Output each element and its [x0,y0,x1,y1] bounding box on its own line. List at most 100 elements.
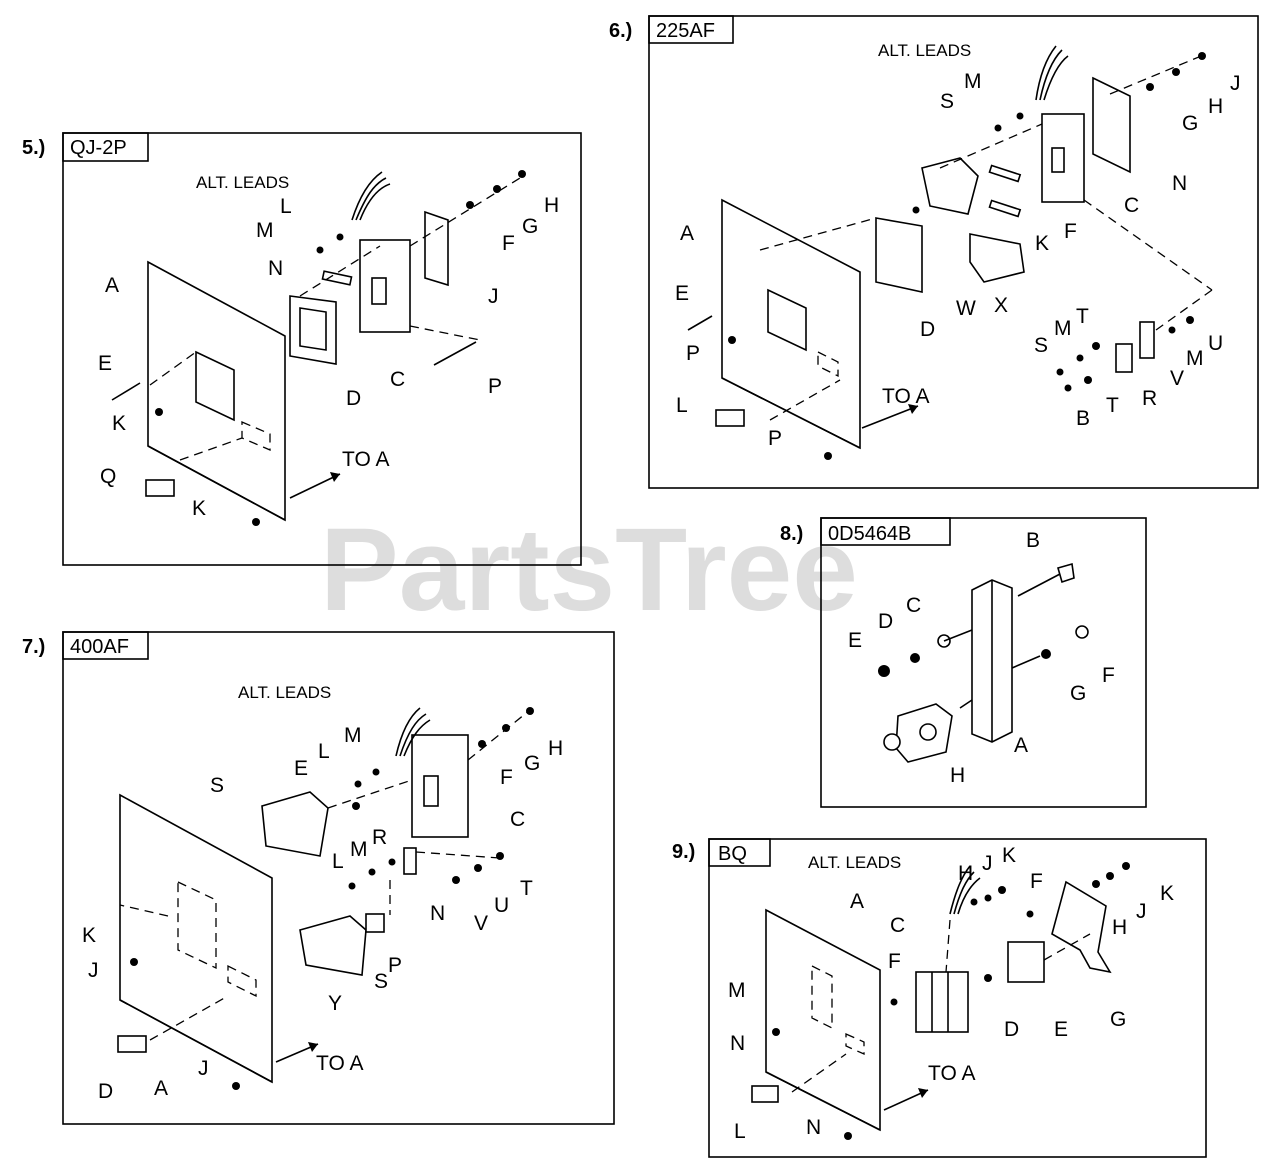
panel-9-terminal-block [1007,941,1045,983]
panel-8-bolt [1057,562,1075,584]
label-K: K [192,497,206,520]
panel-9-to-a: TO A [928,1062,975,1085]
label-S: S [374,970,388,993]
panel-8: 8.) 0D5464B B C D E F G A H [780,517,1147,808]
panel-9-breaker [915,971,969,1033]
label-M: M [256,219,274,242]
label-G: G [1110,1008,1126,1031]
label-J: J [198,1057,209,1080]
label-A: A [1014,734,1028,757]
panel-5-number: 5.) [22,137,45,159]
label-M: M [964,70,982,93]
label-Y: Y [328,992,342,1015]
label-T: T [1076,305,1089,328]
label-N: N [730,1032,745,1055]
panel-6: 6.) 225AF [609,15,1259,489]
panel-6-tag-box [648,15,734,44]
label-M: M [344,724,362,747]
label-A: A [154,1077,168,1100]
label-G: G [1070,682,1086,705]
label-R: R [1142,387,1157,410]
panel-9-alt-leads: ALT. LEADS [808,853,901,872]
label-K: K [112,412,126,435]
label-M: M [1054,317,1072,340]
panel-6-number: 6.) [609,20,632,42]
label-M: M [1186,347,1204,370]
panel-9-leads [949,865,981,915]
panel-7-leads [395,707,431,757]
panel-7-tag: 400AF [70,636,129,658]
panel-6-to-a: TO A [882,385,929,408]
label-A: A [680,222,694,245]
panel-5-frame [62,132,582,566]
panel-7: 7.) 400AF [22,631,615,1125]
panel-6-leads [1035,45,1069,101]
label-J: J [88,959,99,982]
label-B: B [1076,407,1090,430]
panel-6-shield-x [969,233,1025,283]
label-Q: Q [100,465,116,488]
label-S: S [940,90,954,113]
label-K: K [1035,232,1049,255]
panel-6-alt-leads: ALT. LEADS [878,41,971,60]
label-P: P [388,954,402,977]
label-S: S [1034,334,1048,357]
label-A: A [105,274,119,297]
label-D: D [1004,1018,1019,1041]
label-U: U [1208,332,1223,355]
panel-8-frame [820,517,1147,808]
panel-9: 9.) BQ ALT. LEADS TO A H [672,838,1207,1158]
label-F: F [500,766,513,789]
panel-6-box [875,217,923,293]
label-V: V [474,912,488,935]
label-J: J [1230,72,1241,95]
panel-5-plate [424,210,449,287]
label-C: C [1124,194,1139,217]
label-K: K [82,924,96,947]
label-G: G [522,215,538,238]
panel-9-number: 9.) [672,841,695,863]
label-L: L [318,740,330,763]
label-H: H [544,194,559,217]
panel-6-breaker [1041,113,1085,203]
panel-5-to-a: TO A [342,448,389,471]
label-D: D [920,318,935,341]
label-F: F [888,950,901,973]
label-F: F [1030,870,1043,893]
label-R: R [372,826,387,849]
label-L: L [676,394,688,417]
panel-5: 5.) QJ-2P [22,132,582,566]
label-S: S [210,774,224,797]
panel-7-number: 7.) [22,636,45,658]
panel-8-tag-box [820,517,951,546]
label-P: P [488,375,502,398]
label-E: E [98,352,112,375]
panel-9-frame [708,838,1207,1158]
label-L: L [734,1120,746,1143]
label-E: E [294,757,308,780]
label-H: H [950,764,965,787]
panel-9-backplate [765,908,881,1132]
panel-5-grille [145,479,175,497]
label-G: G [1182,112,1198,135]
label-E: E [675,282,689,305]
label-F: F [1102,664,1115,687]
label-V: V [1170,367,1184,390]
panel-5-alt-leads: ALT. LEADS [196,173,289,192]
label-J: J [488,285,499,308]
panel-9-tag: BQ [718,843,747,865]
label-J: J [1136,900,1147,923]
panel-6-plate [1092,76,1131,174]
label-K: K [1160,882,1174,905]
panel-7-shield-bottom [299,915,367,976]
label-E: E [848,629,862,652]
label-M: M [350,838,368,861]
panel-7-shield-top [261,791,329,857]
panel-6-shield-w [921,157,979,215]
label-C: C [390,368,405,391]
label-N: N [806,1116,821,1139]
label-W: W [956,297,976,320]
panel-6-frame [648,15,1259,489]
label-C: C [890,914,905,937]
label-L: L [332,850,344,873]
